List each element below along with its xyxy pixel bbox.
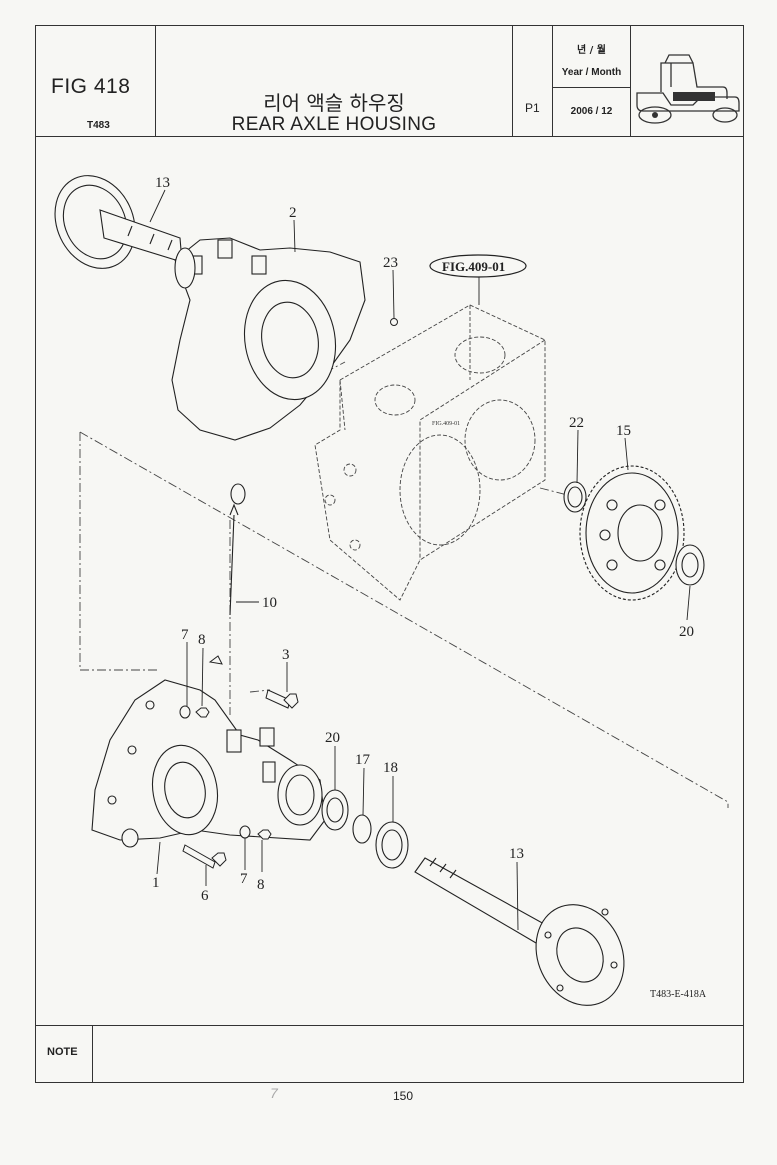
dipstick (229, 483, 246, 616)
bearing-20-lower (321, 789, 349, 831)
snap-ring-17 (352, 814, 372, 844)
callout-6: 6 (201, 888, 209, 904)
transmission-case (314, 304, 546, 601)
tractor-icon (636, 54, 740, 124)
pin (390, 318, 398, 326)
margin-mark: 7 (270, 1085, 278, 1101)
date-cell: 년 / 월 Year / Month 2006 / 12 (553, 25, 631, 137)
tractor-cell (631, 25, 744, 137)
title-english: REAR AXLE HOUSING (231, 114, 437, 135)
figure-number: FIG 418 (51, 75, 131, 98)
callout-17: 17 (355, 752, 371, 768)
upper-housing (171, 237, 366, 441)
note-row: NOTE (35, 1025, 744, 1083)
sheet-number: P1 (525, 101, 540, 115)
callout-3: 3 (282, 647, 290, 663)
callout-18: 18 (383, 760, 398, 776)
callout-2: 2 (289, 205, 297, 221)
date-value: 2006 / 12 (570, 106, 613, 117)
page-cell: P1 (513, 25, 553, 137)
oil-seal-18 (375, 821, 409, 869)
date-label-korean: 년 / 월 (576, 45, 606, 56)
callout-20-lower: 20 (325, 730, 340, 746)
model-code: T483 (87, 120, 110, 131)
callout-labels: 13 2 23 22 15 10 20 7 8 3 20 17 18 13 1 … (152, 175, 694, 904)
callout-23: 23 (383, 255, 398, 271)
case-stamp: FIG.409-01 (432, 421, 460, 427)
date-label-english: Year / Month (561, 67, 622, 78)
callout-10: 10 (262, 595, 277, 611)
callout-8-upper: 8 (198, 632, 206, 648)
callout-7-lower: 7 (240, 871, 248, 887)
callout-13-upper: 13 (155, 175, 170, 191)
callout-8-lower: 8 (257, 877, 265, 893)
figure-number-cell: FIG 418 T483 (35, 25, 156, 137)
leader-lines (149, 189, 691, 931)
lower-housing (91, 679, 326, 848)
callout-22: 22 (569, 415, 584, 431)
note-label-cell: NOTE (35, 1026, 93, 1082)
lower-axle-shaft (414, 857, 625, 1006)
fasteners (179, 655, 299, 869)
callout-20-upper: 20 (679, 624, 694, 640)
date-divider (553, 87, 630, 88)
callout-15: 15 (616, 423, 631, 439)
page-frame (35, 25, 744, 1083)
title-korean: 리어 액슬 하우징 (263, 91, 405, 115)
seal-22 (563, 481, 587, 513)
figure-reference-label: FIG.409-01 (442, 259, 505, 274)
title-cell: 리어 액슬 하우징 REAR AXLE HOUSING (156, 25, 513, 137)
upper-axle-shaft (54, 175, 183, 269)
callout-7-upper: 7 (181, 627, 189, 643)
drawing-code: T483-E-418A (650, 989, 707, 1000)
page-number: 150 (393, 1089, 414, 1103)
callout-1: 1 (152, 875, 160, 891)
figure-reference: FIG.409-01 (429, 254, 527, 278)
gear-15 (579, 465, 685, 601)
callout-13-lower: 13 (509, 846, 524, 862)
bearing-20-upper (675, 544, 705, 586)
note-label: NOTE (47, 1046, 78, 1058)
